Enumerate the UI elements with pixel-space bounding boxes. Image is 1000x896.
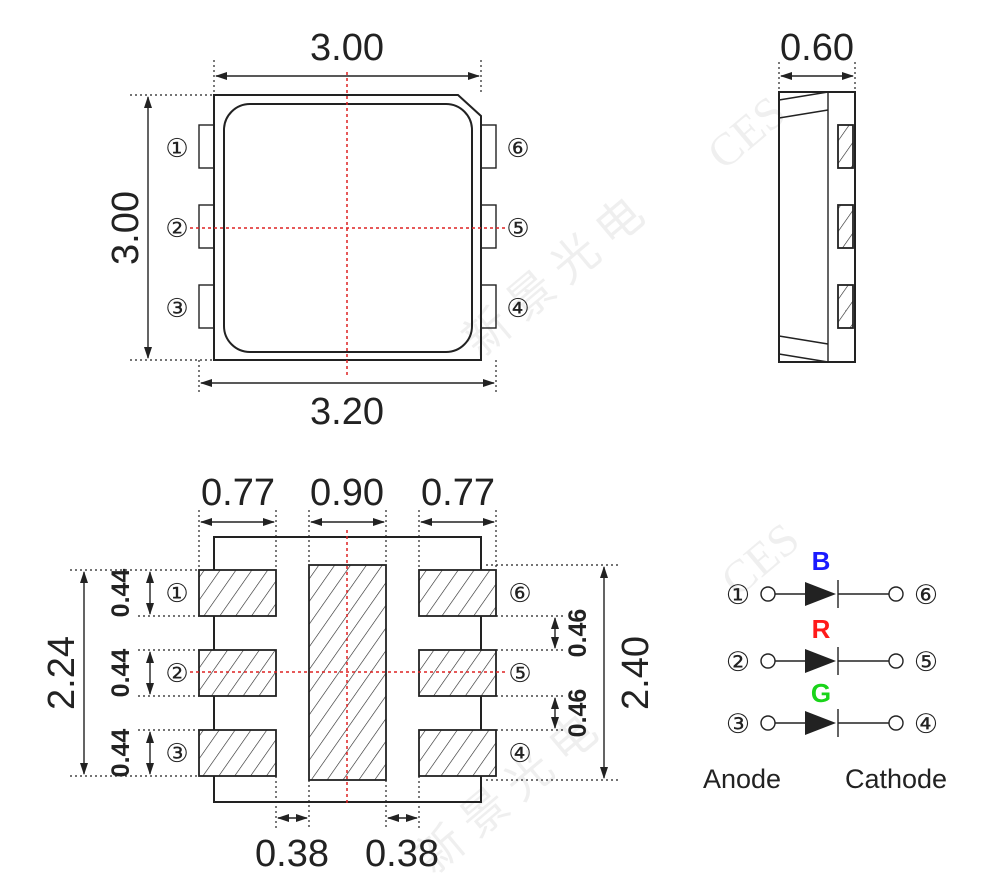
pad-1 (198, 569, 277, 617)
lead-2 (198, 204, 215, 249)
side-lead (837, 284, 854, 329)
dim-height-left: 3.00 (105, 191, 147, 265)
anode-terminal (760, 586, 776, 602)
dim-pad-height-2: 0.44 (107, 649, 135, 698)
diode-row-green: ③ ④ G (726, 678, 938, 740)
watermark-text: 新 景 光 电 (453, 187, 653, 367)
pin-label-6: ⑥ (508, 579, 531, 609)
anode-terminal (760, 653, 776, 669)
dim-pad-gap-1: 0.46 (564, 609, 592, 658)
anode-label: Anode (703, 764, 781, 794)
lead-6 (480, 124, 497, 169)
anode-pin-label: ③ (726, 709, 750, 740)
side-body (778, 91, 856, 363)
top-view-leads (198, 124, 497, 329)
color-label-red: R (812, 614, 831, 644)
dim-overall-right: 2.40 (615, 636, 657, 710)
pin-label-4: ④ (508, 739, 531, 769)
bottom-view: 0.77 0.90 0.77 2.24 0.44 0.44 0.44 0.46 … (41, 472, 657, 875)
side-lead (837, 124, 854, 169)
pin-label-2: ② (165, 214, 188, 244)
color-label-blue: B (812, 546, 831, 576)
cathode-terminal (888, 586, 904, 602)
circuit-diagram: ① ⑥ B ② ⑤ R ③ (703, 546, 947, 794)
pad-6 (418, 569, 497, 617)
diode-row-blue: ① ⑥ B (726, 546, 938, 611)
pad-4 (418, 729, 497, 777)
diode-icon (805, 582, 836, 606)
dim-gap-left: 0.38 (255, 833, 329, 875)
side-view: 0.60 (778, 27, 856, 363)
color-label-green: G (811, 678, 831, 708)
dim-pad-gap-2: 0.46 (564, 689, 592, 738)
pin-label-3: ③ (165, 739, 188, 769)
side-taper (778, 91, 829, 363)
pin-label-3: ③ (165, 294, 188, 324)
pin-label-1: ① (165, 134, 188, 164)
pin-label-6: ⑥ (506, 134, 529, 164)
cathode-pin-label: ④ (914, 709, 938, 740)
lead-3 (198, 284, 215, 329)
pin-label-1: ① (165, 579, 188, 609)
cathode-pin-label: ⑤ (914, 647, 938, 678)
dim-center-pad-width: 0.90 (310, 472, 384, 514)
side-lead (837, 204, 854, 249)
cathode-terminal (888, 653, 904, 669)
top-view: 3.00 3.00 3.20 ① ② ③ ⑥ ⑤ ④ (105, 27, 530, 433)
dim-pad-width-left: 0.77 (201, 472, 275, 514)
pin-label-5: ⑤ (506, 214, 529, 244)
pad-5 (418, 649, 497, 697)
dim-thickness: 0.60 (780, 27, 854, 69)
pin-label-2: ② (165, 659, 188, 689)
anode-terminal (760, 715, 776, 731)
dim-pad-width-right: 0.77 (421, 472, 495, 514)
diode-row-red: ② ⑤ R (726, 614, 938, 678)
cathode-terminal (888, 715, 904, 731)
diode-icon (805, 711, 836, 735)
lead-4 (480, 284, 497, 329)
pad-3 (198, 729, 277, 777)
pin-label-5: ⑤ (508, 659, 531, 689)
pad-2 (198, 649, 277, 697)
dim-pad-height-3: 0.44 (107, 729, 135, 778)
lead-1 (198, 124, 215, 169)
dim-width-top: 3.00 (310, 27, 384, 69)
cathode-label: Cathode (845, 764, 947, 794)
anode-pin-label: ① (726, 580, 750, 611)
diode-icon (805, 649, 836, 673)
lead-5 (480, 204, 497, 249)
dim-overall-left: 2.24 (41, 636, 83, 710)
pin-label-4: ④ (506, 294, 529, 324)
dim-width-bottom: 3.20 (310, 391, 384, 433)
dim-gap-right: 0.38 (365, 833, 439, 875)
cathode-pin-label: ⑥ (914, 580, 938, 611)
anode-pin-label: ② (726, 647, 750, 678)
dim-pad-height-1: 0.44 (107, 569, 135, 618)
